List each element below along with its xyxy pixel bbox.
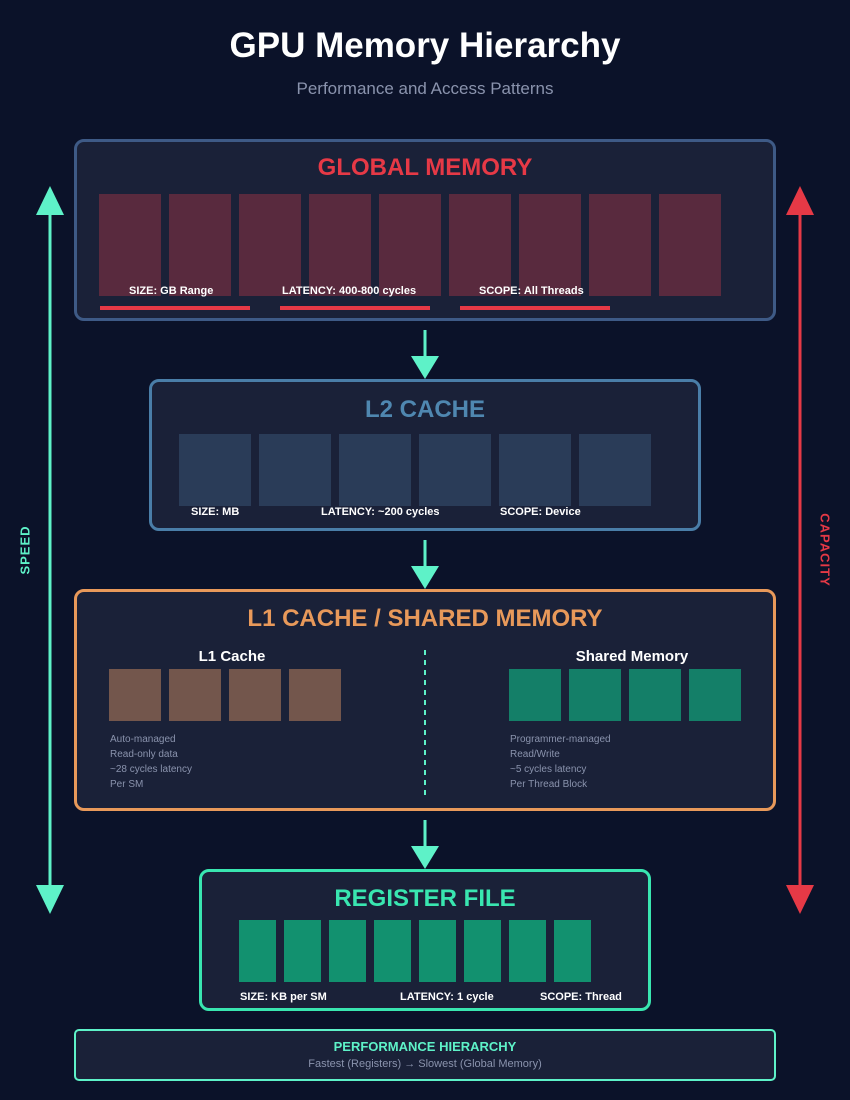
global-scope-underline [460, 306, 610, 310]
global-memory-title: GLOBAL MEMORY [317, 154, 533, 181]
shared-memory-cell [689, 669, 741, 721]
register-cell [554, 920, 591, 982]
global-memory-panel: GLOBAL MEMORY SIZE: GB Range LATENCY: 40… [74, 139, 776, 321]
register-scope-label: SCOPE: Thread [540, 991, 622, 1003]
l1-cache-notes: Auto-managed Read-only data ~28 cycles l… [110, 732, 192, 792]
l2-latency-label: LATENCY: ~200 cycles [321, 506, 440, 518]
arrow-down-icon [411, 330, 439, 379]
global-size-underline [100, 306, 250, 310]
global-memory-cell [99, 194, 161, 296]
page-subtitle: Performance and Access Patterns [296, 79, 554, 98]
footer-text: Fastest (Registers) → Slowest (Global Me… [308, 1058, 542, 1070]
l2-cache-cell [259, 434, 331, 506]
l1-note: ~28 cycles latency [110, 764, 192, 775]
global-memory-cell [379, 194, 441, 296]
l2-cache-cell [499, 434, 571, 506]
l2-cache-cell [419, 434, 491, 506]
l2-cache-title: L2 CACHE [364, 396, 485, 423]
l1-cache-cell [289, 669, 341, 721]
l2-cache-panel: L2 CACHE SIZE: MB LATENCY: ~200 cycles S… [149, 379, 701, 531]
l2-cache-cell [179, 434, 251, 506]
l1-note: Read-only data [110, 749, 178, 760]
register-file-panel: REGISTER FILE SIZE: KB per SM LATENCY: 1… [199, 869, 651, 1011]
shared-note: Programmer-managed [510, 734, 611, 745]
shared-memory-cell [569, 669, 621, 721]
register-cell [464, 920, 501, 982]
register-cell [374, 920, 411, 982]
register-cell [284, 920, 321, 982]
shared-memory-notes: Programmer-managed Read/Write ~5 cycles … [510, 732, 611, 792]
capacity-axis-label: CAPACITY [817, 513, 833, 587]
l1-cache-cell [169, 669, 221, 721]
l1-note: Auto-managed [110, 734, 176, 745]
register-file-title: REGISTER FILE [334, 885, 516, 912]
l1-note: Per SM [110, 779, 144, 790]
l2-scope-label: SCOPE: Device [500, 506, 581, 518]
l2-size-label: SIZE: MB [191, 506, 240, 518]
global-latency-underline [280, 306, 430, 310]
shared-note: Read/Write [510, 749, 560, 760]
global-latency-label: LATENCY: 400-800 cycles [282, 285, 417, 297]
global-scope-label: SCOPE: All Threads [479, 285, 584, 297]
l1-cache-cell [229, 669, 281, 721]
register-latency-label: LATENCY: 1 cycle [400, 991, 494, 1003]
l2-cache-cell [339, 434, 411, 506]
register-size-label: SIZE: KB per SM [240, 991, 327, 1003]
global-memory-cell [589, 194, 651, 296]
page-title: GPU Memory Hierarchy [229, 26, 621, 65]
global-memory-cell [519, 194, 581, 296]
shared-memory-cell [629, 669, 681, 721]
speed-axis-arrow-icon [36, 186, 64, 914]
register-cell [329, 920, 366, 982]
global-memory-cell [309, 194, 371, 296]
shared-memory-cell [509, 669, 561, 721]
capacity-axis-arrow-icon [786, 186, 814, 914]
performance-footer: PERFORMANCE HIERARCHY Fastest (Registers… [74, 1029, 776, 1081]
register-cell [239, 920, 276, 982]
global-memory-cell [659, 194, 721, 296]
arrow-down-icon [411, 820, 439, 869]
global-memory-cell [239, 194, 301, 296]
register-cell [509, 920, 546, 982]
l1-shared-title: L1 CACHE / SHARED MEMORY [247, 605, 603, 632]
l1-cache-cell [109, 669, 161, 721]
register-cell [419, 920, 456, 982]
global-memory-cell [449, 194, 511, 296]
global-size-label: SIZE: GB Range [129, 285, 214, 297]
l1-cache-heading: L1 Cache [198, 648, 266, 665]
shared-memory-heading: Shared Memory [575, 648, 689, 665]
global-memory-cell [169, 194, 231, 296]
speed-axis-label: SPEED [17, 525, 33, 575]
arrow-down-icon [411, 540, 439, 589]
shared-note: ~5 cycles latency [510, 764, 587, 775]
footer-title: PERFORMANCE HIERARCHY [333, 1039, 517, 1054]
l2-cache-cell [579, 434, 651, 506]
shared-note: Per Thread Block [510, 779, 588, 790]
